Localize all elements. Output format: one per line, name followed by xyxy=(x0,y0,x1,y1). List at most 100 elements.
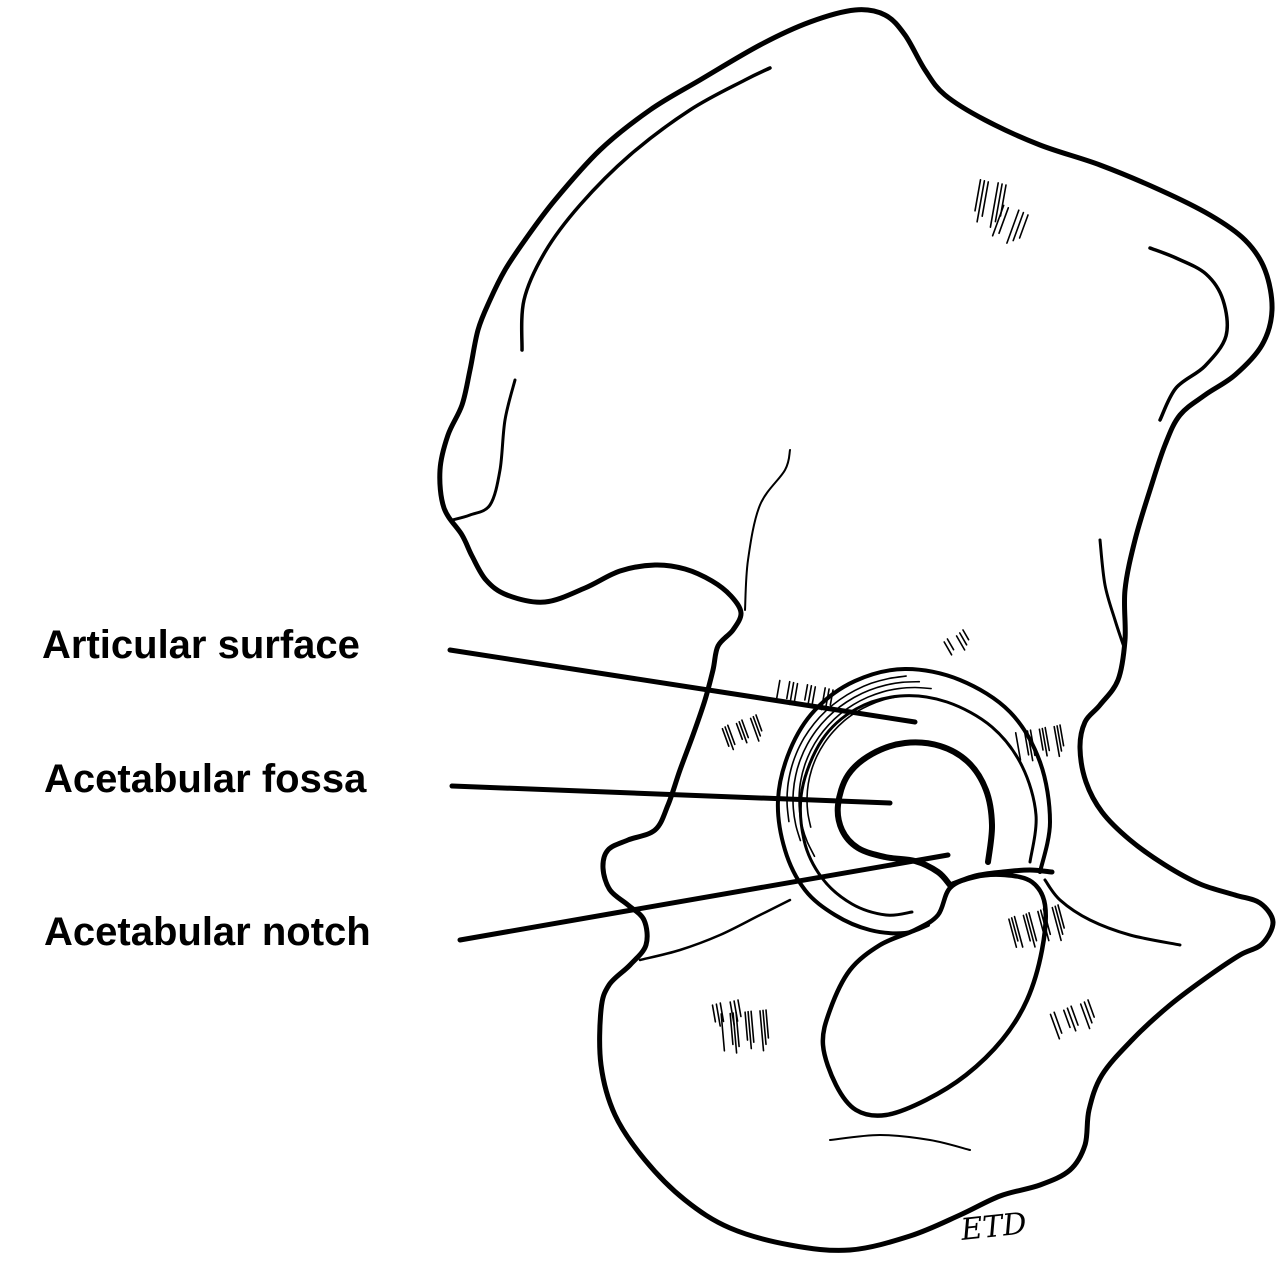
articular-top-hatch-1 xyxy=(829,689,834,706)
label-acetabular-notch: Acetabular notch xyxy=(44,910,371,954)
articular-shading-arc-2 xyxy=(792,680,921,842)
foramen-left-hatch-3 xyxy=(759,1010,765,1052)
acetabulum-left-hatch-5 xyxy=(738,721,748,744)
iliac-fossa-hatch-5 xyxy=(976,180,986,223)
iliac-fossa-hatch-6 xyxy=(974,179,982,212)
pubic-body-hatch-3 xyxy=(729,1001,736,1027)
lower-ramus-hatch-7 xyxy=(1053,1011,1063,1034)
crest-inner-hatch-1 xyxy=(1018,214,1029,239)
articular-shading-arc-1 xyxy=(798,686,932,858)
sciatic-notch-hatch-10 xyxy=(1014,732,1022,761)
pubic-ridge xyxy=(638,898,792,962)
acetabulum-left-hatch-6 xyxy=(735,722,744,741)
gluteal-line-hatch-4 xyxy=(946,638,955,651)
ischium-upper-hatch-4 xyxy=(1042,908,1052,936)
ischium-upper-hatch-1 xyxy=(1057,904,1065,929)
leader-line-acetabular-fossa xyxy=(449,783,893,806)
acetabulum-left-hatch-2 xyxy=(752,715,762,737)
crest-inner-hatch-5 xyxy=(991,204,1005,237)
lower-ramus-hatch-8 xyxy=(1049,1013,1061,1040)
foramen-left-hatch-2 xyxy=(762,1009,767,1046)
articular-top-hatch-7 xyxy=(793,682,799,703)
label-articular-surface: Articular surface xyxy=(42,623,360,667)
sciatic-notch-hatch-7 xyxy=(1029,729,1036,757)
foramen-left-hatch-10 xyxy=(720,1013,726,1052)
pubic-body-hatch-4 xyxy=(719,1002,725,1023)
artist-signature: ETD xyxy=(958,1206,1028,1248)
acetabulum-left-hatch-4 xyxy=(741,719,750,739)
acetabular-inner-rim xyxy=(798,694,1038,917)
lower-ramus-hatch-3 xyxy=(1079,1003,1091,1030)
lower-ramus-hatch-1 xyxy=(1087,999,1095,1018)
ischium-upper-hatch-8 xyxy=(1025,913,1036,948)
ischium-upper-hatch-9 xyxy=(1022,914,1031,942)
foramen-left-hatch-1 xyxy=(765,1009,770,1039)
lower-ramus-hatch-5 xyxy=(1066,1007,1077,1032)
ischium-upper-hatch-7 xyxy=(1028,912,1038,942)
lower-ramus-hatch-2 xyxy=(1083,1001,1093,1024)
gluteal-line-hatch-1 xyxy=(962,629,970,641)
pubic-body-hatch-2 xyxy=(733,1000,739,1022)
acetabular-fossa-outline xyxy=(834,739,996,888)
crest-inner-hatch-3 xyxy=(1006,209,1020,244)
foramen-left-hatch-4 xyxy=(750,1010,755,1043)
crest-inner-hatch-4 xyxy=(998,207,1010,235)
sciatic-notch-ridge xyxy=(1098,538,1127,652)
ischium-upper-hatch-5 xyxy=(1039,909,1050,942)
articular-top-hatch-9 xyxy=(786,680,791,700)
ischium-upper-hatch-12 xyxy=(1008,918,1018,948)
label-group-articular-surface: Articular surface xyxy=(42,623,918,725)
sciatic-notch-hatch-1 xyxy=(1059,724,1065,747)
sciatic-notch-hatch-2 xyxy=(1056,725,1063,752)
sciatic-notch-hatch-4 xyxy=(1044,726,1051,752)
iliac-fossa-ridge xyxy=(744,449,791,611)
leader-line-acetabular-notch xyxy=(457,852,951,943)
inferior-ramus-line xyxy=(829,1134,971,1151)
articular-top-hatch-4 xyxy=(811,686,817,705)
ischium-upper-hatch-6 xyxy=(1037,910,1045,936)
acetabulum-left-hatch-8 xyxy=(724,726,735,751)
crest-inner-hatch-2 xyxy=(1012,211,1025,242)
label-group-acetabular-fossa: Acetabular fossa xyxy=(44,757,893,806)
acetabulum-left-hatch-3 xyxy=(749,717,760,742)
foramen-left-hatch-6 xyxy=(744,1011,749,1041)
label-acetabular-fossa: Acetabular fossa xyxy=(44,757,367,801)
foramen-left-hatch-5 xyxy=(747,1010,753,1050)
articular-top-hatch-5 xyxy=(807,685,813,707)
iliac-fossa-hatch-3 xyxy=(989,182,999,228)
label-group-acetabular-notch: Acetabular notch xyxy=(44,852,951,954)
leader-line-articular-surface xyxy=(447,647,918,725)
iliac-fossa-hatch-2 xyxy=(994,183,1003,223)
ischium-upper-hatch-10 xyxy=(1013,915,1024,948)
ischium-upper-hatch-2 xyxy=(1054,905,1064,935)
articular-top-hatch-2 xyxy=(825,688,830,709)
acetabulum-left-hatch-1 xyxy=(755,714,763,732)
anterior-spine-ridge xyxy=(450,378,517,522)
ischial-ridge xyxy=(1043,878,1182,947)
lower-ramus-hatch-4 xyxy=(1070,1005,1079,1026)
pubic-body-hatch-5 xyxy=(715,1003,721,1027)
pubic-body-hatch-1 xyxy=(737,999,742,1018)
gluteal-line-hatch-5 xyxy=(943,641,953,656)
gluteal-line-hatch-2 xyxy=(959,632,968,646)
hip-bone-outline xyxy=(437,7,1276,1253)
ischium-upper-hatch-3 xyxy=(1051,906,1062,942)
articular-top-hatch-10 xyxy=(775,679,781,702)
sciatic-notch-hatch-9 xyxy=(1023,731,1030,756)
iliac-fossa-hatch-4 xyxy=(981,181,990,217)
acetabulum-left-hatch-7 xyxy=(727,724,736,746)
iliac-crest-inner-lip xyxy=(519,66,772,352)
foramen-left-hatch-9 xyxy=(729,1012,734,1046)
ischium-upper-hatch-11 xyxy=(1010,917,1019,942)
lower-ramus-hatch-6 xyxy=(1063,1009,1071,1029)
acetabulum-left-hatch-9 xyxy=(721,727,730,747)
gluteal-line-hatch-3 xyxy=(955,635,966,651)
posterior-crest-lip xyxy=(1148,246,1230,422)
sciatic-notch-hatch-5 xyxy=(1041,727,1048,757)
sciatic-notch-hatch-6 xyxy=(1038,728,1044,751)
sciatic-notch-hatch-8 xyxy=(1026,730,1034,762)
articular-shading-arc-3 xyxy=(786,675,907,823)
articular-top-hatch-6 xyxy=(804,684,809,701)
